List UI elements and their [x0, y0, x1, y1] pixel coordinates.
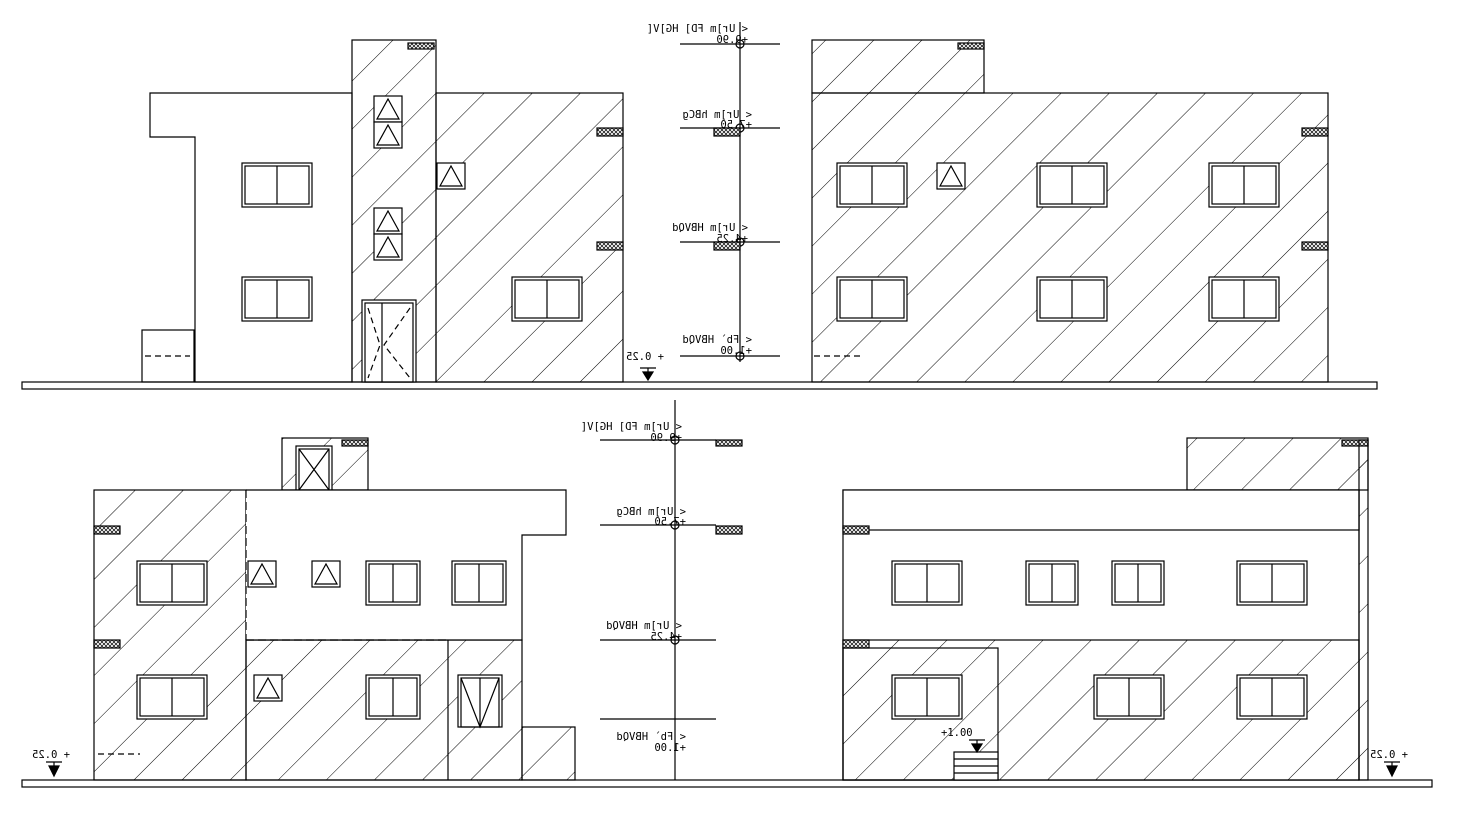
- building-block: [149, 92, 353, 383]
- parapet-band: [842, 489, 1360, 531]
- window: [836, 162, 908, 208]
- level-value-first: +4.25: [716, 233, 748, 245]
- window: [1111, 560, 1165, 606]
- entry-level-label: +1.00: [941, 727, 973, 739]
- level-value-roof-b: +9.90: [650, 432, 682, 444]
- elevation-bottom-left: [21, 437, 1433, 788]
- ground-line-bottom: [21, 779, 1433, 788]
- window: [241, 162, 313, 208]
- datum-marker: [969, 739, 985, 754]
- elevation-bottom-right: [842, 437, 1400, 781]
- hatched-wing: [93, 489, 247, 781]
- datum-label-bottom-right: + 0.25: [1370, 749, 1408, 761]
- window: [1236, 560, 1308, 606]
- vent-window: [373, 207, 403, 235]
- elevation-top-right: [811, 39, 1329, 383]
- vent-window: [373, 233, 403, 261]
- entry-steps: [953, 751, 999, 781]
- coping-detail: [957, 42, 985, 50]
- level-value-ground-b: +1.00: [654, 742, 686, 754]
- vent-window: [936, 162, 966, 190]
- hatched-step: [521, 726, 576, 781]
- level-value-second-b: +7.50: [654, 516, 686, 528]
- vent-window: [253, 674, 283, 702]
- window: [891, 560, 963, 606]
- coping-detail: [842, 525, 870, 535]
- vent-window: [436, 162, 466, 190]
- entrance-door: [361, 299, 417, 383]
- coping-detail: [1301, 241, 1329, 251]
- window: [241, 276, 313, 322]
- coping-detail: [596, 127, 624, 137]
- window: [1036, 162, 1108, 208]
- level-label-roof: < Ur]m FD] HG]V[: [647, 23, 748, 35]
- plinth-step: [141, 329, 195, 383]
- roof-parapet: [811, 39, 985, 94]
- level-label-ground-b: < Fb` HBVQd: [616, 731, 686, 743]
- datum-label-bottom-left: + 0.25: [32, 749, 70, 761]
- window: [891, 674, 963, 720]
- level-label-roof-b: < Ur]m FD] HG]V[: [581, 421, 682, 433]
- window: [1093, 674, 1165, 720]
- coping-detail: [1301, 127, 1329, 137]
- side-wall-hatched: [1358, 439, 1369, 781]
- vent-window: [373, 121, 403, 149]
- window: [1236, 674, 1308, 720]
- main-block-hatched: [811, 92, 1329, 383]
- level-label-first: < Ur]m HBVQd: [672, 222, 748, 234]
- window: [136, 674, 208, 720]
- coping-detail: [842, 639, 870, 649]
- window: [511, 276, 583, 322]
- porch-outline: [842, 647, 999, 781]
- window: [1208, 162, 1280, 208]
- level-value-first-b: +4.25: [650, 631, 682, 643]
- window-headroom: [295, 445, 333, 491]
- coping-detail: [341, 439, 369, 447]
- level-value-second: +7.50: [720, 119, 752, 131]
- datum-marker: [1384, 761, 1400, 778]
- datum-marker: [46, 761, 62, 778]
- level-label-second: < Ur]m hBCg: [682, 109, 752, 121]
- level-ruler-bottom: [600, 400, 743, 780]
- window: [365, 674, 421, 720]
- vent-window: [247, 560, 277, 588]
- coping-detail: [93, 525, 121, 535]
- coping-detail: [407, 42, 435, 50]
- elevation-top-left: [21, 39, 1378, 390]
- window: [1025, 560, 1079, 606]
- window: [136, 560, 208, 606]
- window: [1036, 276, 1108, 322]
- level-label-ground: < Fb` HBVQd: [682, 334, 752, 346]
- level-label-second-b: < Ur]m hBCg: [616, 506, 686, 518]
- level-value-roof: +9.90: [716, 34, 748, 46]
- window: [451, 560, 507, 606]
- datum-marker: [640, 367, 656, 382]
- vent-window: [311, 560, 341, 588]
- roof-parapet: [1186, 437, 1369, 491]
- coping-detail: [596, 241, 624, 251]
- side-door: [457, 674, 503, 729]
- level-value-ground: +1.00: [720, 345, 752, 357]
- main-block-hatched: [435, 92, 624, 383]
- coping-detail: [93, 639, 121, 649]
- datum-label-top: + 0.25: [626, 351, 664, 363]
- ground-line-top: [21, 381, 1378, 390]
- level-ruler-top: [680, 22, 780, 362]
- window: [365, 560, 421, 606]
- level-label-first-b: < Ur]m HBVQd: [606, 620, 682, 632]
- vent-window: [373, 95, 403, 123]
- window: [836, 276, 908, 322]
- window: [1208, 276, 1280, 322]
